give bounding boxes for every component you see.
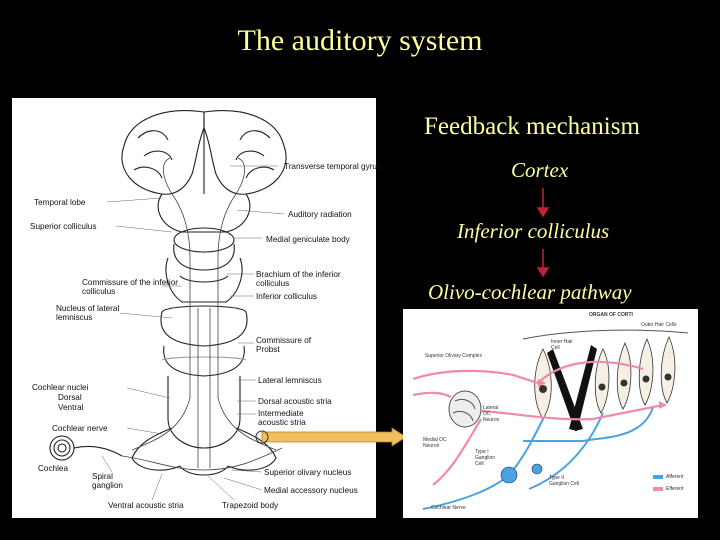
label-nucleus-lateral-lemniscus: Nucleus of lateral lemniscus (56, 304, 120, 322)
label-cochlear-nerve: Cochlear nerve (52, 424, 108, 433)
label-outer-hair-cells: Outer Hair Cells (641, 322, 677, 328)
label-cochlear-nerve-organ: Cochlear Nerve (431, 505, 466, 511)
organ-of-corti-diagram: ORGAN OF CORTI Outer Hair Cells Inner Ha… (403, 309, 698, 518)
flow-step-inferior-colliculus: Inferior colliculus (457, 219, 610, 243)
label-type-ii-ganglion: Type II Ganglion Cell (549, 475, 580, 487)
label-brachium-inferior-colliculus: Brachium of the inferior colliculus (256, 270, 341, 288)
label-transverse-temporal-gyrus: Transverse temporal gyrus (284, 162, 382, 171)
label-inferior-colliculus: Inferior colliculus (256, 292, 317, 301)
label-spiral-ganglion: Spiral ganglion (92, 472, 123, 490)
label-ventral: Ventral (58, 403, 84, 412)
label-commissure-probst: Commissure of Probst (256, 336, 312, 354)
label-superior-olivary-complex: Superior Olivary Complex (425, 353, 482, 359)
legend-afferent-swatch (653, 475, 663, 479)
label-cochlear-nuclei: Cochlear nuclei (32, 383, 89, 392)
slide-title: The auditory system (237, 24, 483, 57)
legend-afferent-label: Afferent (666, 474, 684, 480)
label-medial-accessory-nucleus: Medial accessory nucleus (264, 486, 358, 495)
label-temporal-lobe: Temporal lobe (34, 198, 86, 207)
label-dorsal-acoustic-stria: Dorsal acoustic stria (258, 397, 332, 406)
label-organ-of-corti: ORGAN OF CORTI (589, 312, 633, 318)
brain-section-drawing (49, 110, 287, 501)
flow-step-cortex: Cortex (511, 158, 569, 182)
label-intermediate-acoustic-stria: Intermediate acoustic stria (258, 409, 306, 427)
label-type-i-ganglion: Type I Ganglion Cell (475, 449, 496, 467)
label-auditory-radiation: Auditory radiation (288, 210, 352, 219)
label-commissure-inferior-colliculus: Commissure of the inferior colliculus (82, 278, 179, 296)
organ-of-corti-drawing (412, 329, 689, 510)
flow-step-olivo-cochlear: Olivo-cochlear pathway (428, 280, 632, 304)
label-dorsal: Dorsal (58, 393, 82, 402)
legend-efferent-swatch (653, 487, 663, 491)
label-trapezoid-body: Trapezoid body (222, 501, 279, 510)
label-medial-geniculate-body: Medial geniculate body (266, 235, 350, 244)
auditory-pathway-diagram: Transverse temporal gyrus Temporal lobe … (12, 98, 381, 518)
label-superior-olivary-nucleus: Superior olivary nucleus (264, 468, 352, 477)
label-inner-hair-cell: Inner Hair Cell (551, 339, 573, 351)
label-ventral-acoustic-stria: Ventral acoustic stria (108, 501, 184, 510)
label-superior-colliculus: Superior colliculus (30, 222, 97, 231)
feedback-heading: Feedback mechanism (424, 113, 640, 140)
label-cochlea: Cochlea (38, 464, 69, 473)
label-lateral-lemniscus: Lateral lemniscus (258, 376, 322, 385)
label-medial-oc-neuron: Medial OC Neuron (423, 437, 447, 449)
label-lateral-oc-neuron: Lateral OC Neuron (483, 405, 500, 423)
legend-efferent-label: Efferent (666, 486, 684, 492)
arrow-down-2-head (536, 267, 550, 278)
arrow-down-1-head (536, 207, 550, 218)
